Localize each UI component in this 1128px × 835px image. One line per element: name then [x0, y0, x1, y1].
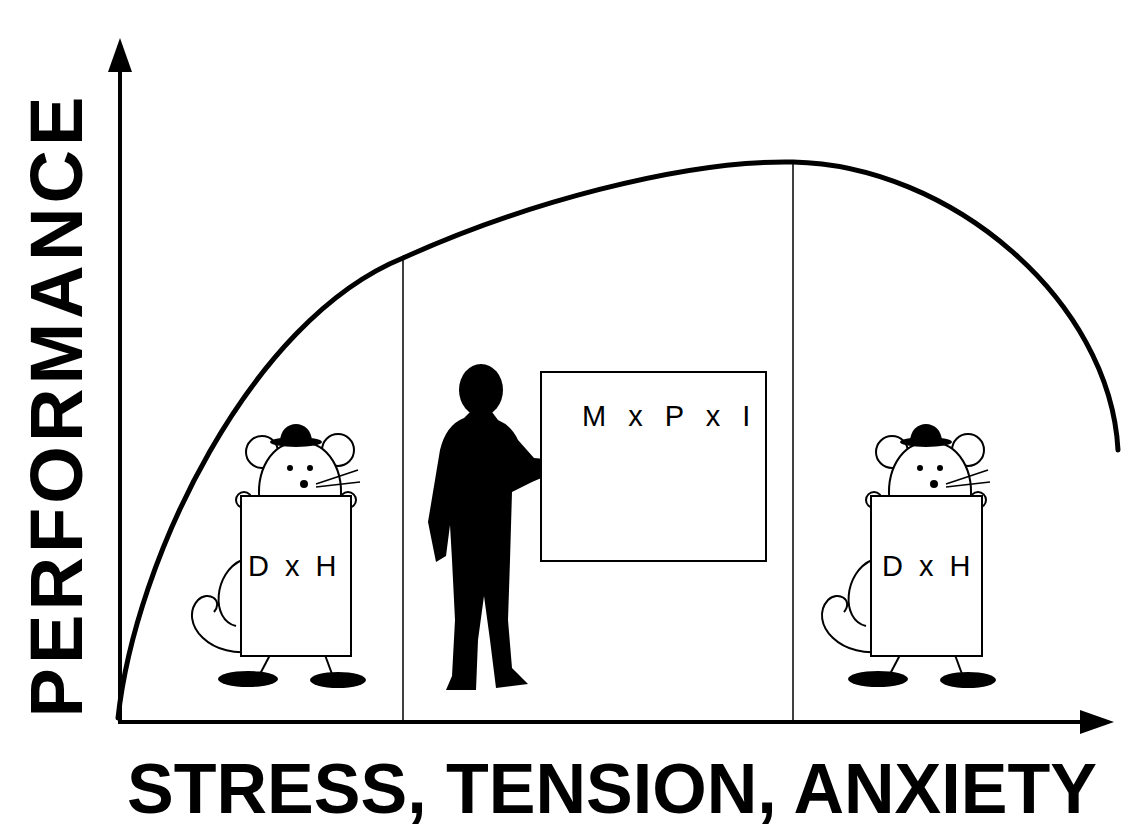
rat-whisker [946, 470, 988, 484]
teacher-board: M x P x I [540, 371, 767, 562]
rat-eye [917, 465, 923, 471]
rat-sign: D x H [240, 495, 352, 657]
rat-leg [955, 655, 962, 674]
performance-curve [118, 162, 1118, 718]
sign-formula: D x H [882, 551, 977, 583]
rat-leg [890, 655, 900, 674]
rat-eye [937, 465, 943, 471]
rat-figure [192, 424, 366, 688]
x-axis-arrowhead [1080, 710, 1114, 734]
zone-divider [792, 162, 794, 722]
rat-whisker [946, 482, 990, 487]
zone-divider [402, 258, 404, 722]
axis-title: PERFORMANCE [20, 93, 94, 718]
sign-formula: M x P x I [582, 401, 759, 433]
rat-leg [325, 655, 332, 674]
rat-arm [219, 560, 242, 626]
rat-foot [940, 672, 996, 688]
rat-whisker [316, 470, 358, 484]
rat-arm [849, 560, 872, 626]
rat-nose [930, 480, 938, 488]
rat-eye [287, 465, 293, 471]
rat-eye [307, 465, 313, 471]
sign-formula: D x H [248, 551, 346, 583]
rat-foot [848, 671, 908, 687]
rat-figure [822, 424, 996, 688]
axis-title: STRESS, TENSION, ANXIETY [127, 754, 1097, 824]
rat-whisker [316, 482, 360, 487]
rat-sign: D x H [870, 495, 983, 657]
y-axis [118, 60, 122, 724]
x-axis [118, 720, 1090, 724]
rat-nose [300, 480, 308, 488]
y-axis-arrowhead [108, 38, 132, 72]
rat-foot [218, 671, 278, 687]
rat-leg [260, 655, 270, 674]
teacher-head [459, 364, 503, 416]
rat-foot [310, 672, 366, 688]
rat-hat [280, 424, 312, 442]
rat-hat [910, 424, 942, 442]
